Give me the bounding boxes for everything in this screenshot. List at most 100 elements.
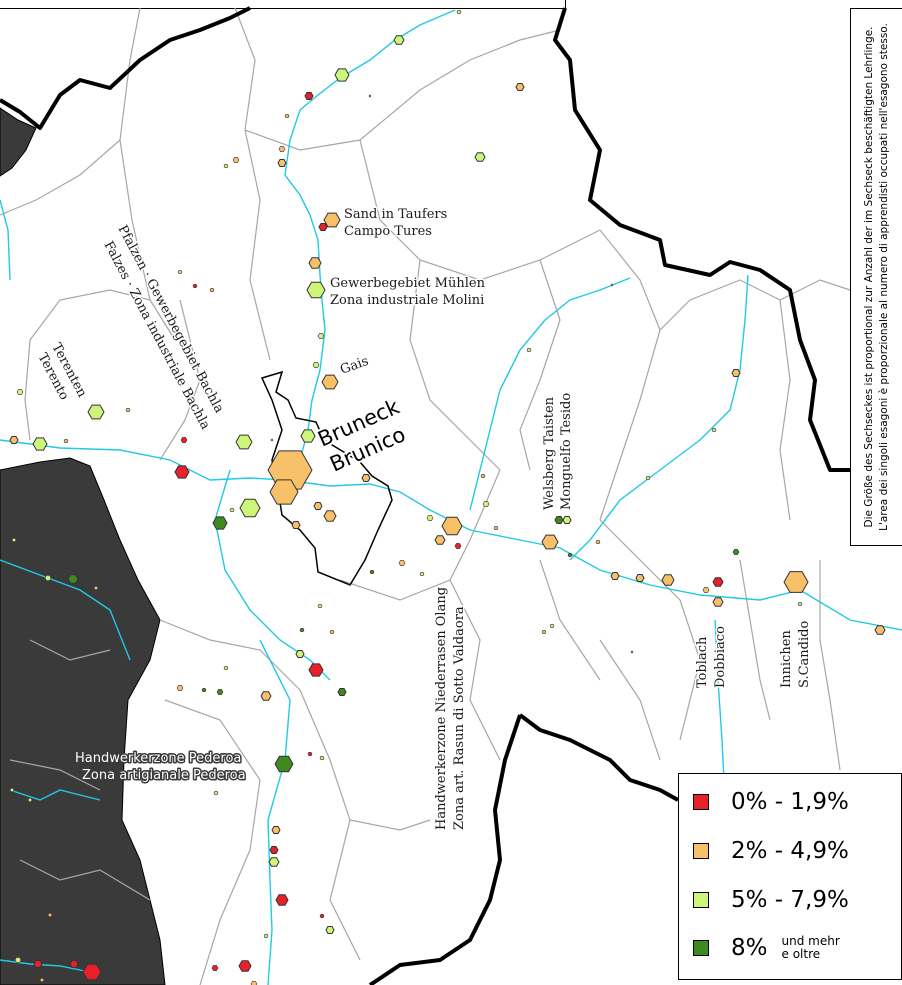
hexagon-marker xyxy=(711,427,717,433)
hexagon-marker xyxy=(271,826,281,834)
hexagon-marker xyxy=(209,287,215,293)
hexagon-marker xyxy=(554,516,564,524)
hexagon-marker xyxy=(702,587,710,593)
legend-item-2-4-9: 2% - 4,9% xyxy=(693,831,849,871)
hexagon-marker xyxy=(284,114,290,118)
hexagon-marker xyxy=(212,516,228,530)
hexagon-marker xyxy=(732,549,740,555)
label-toblach: Toblach xyxy=(695,636,710,688)
province-border xyxy=(0,6,902,985)
hexagon-marker xyxy=(515,83,525,91)
hexagon-marker xyxy=(201,687,207,693)
hexagon-marker xyxy=(177,269,183,275)
dark-region-northwest xyxy=(0,107,37,177)
legend-swatch-lightgreen xyxy=(693,892,709,908)
hexagon-marker xyxy=(174,465,190,479)
hexagon-marker xyxy=(610,572,620,580)
legend-item-8-plus: 8% und mehr e oltre xyxy=(693,928,840,968)
hexagon-marker xyxy=(541,534,559,550)
hexagon-marker xyxy=(125,407,131,413)
hexagon-marker xyxy=(229,507,235,513)
hexagon-marker xyxy=(27,797,33,803)
hexagon-marker xyxy=(300,429,316,443)
map-title-frame xyxy=(0,0,566,9)
hexagon-marker xyxy=(223,665,229,671)
hexagon-marker xyxy=(308,663,324,677)
hexagon-marker xyxy=(216,689,224,695)
hexagon-marker xyxy=(307,751,313,757)
legend-note: und mehr e oltre xyxy=(782,935,840,961)
hexagon-marker xyxy=(526,347,532,353)
hexagon-marker xyxy=(317,333,325,339)
hexagon-marker xyxy=(441,516,463,536)
legend-swatch-orange xyxy=(693,843,709,859)
hexagon-marker xyxy=(9,787,15,793)
hexagon-marker xyxy=(308,257,322,269)
hexagon-marker xyxy=(291,521,301,529)
hexagon-marker xyxy=(176,685,184,691)
map-note-italian: L'area dei singoli esagoni è proporziona… xyxy=(877,23,890,531)
hexagon-marker xyxy=(306,281,326,299)
map-note-text: Die Größe des Sechseckes ist proportiona… xyxy=(862,12,892,542)
legend-note-german: und mehr xyxy=(781,934,840,948)
hexagon-marker xyxy=(304,92,314,100)
hexagon-marker xyxy=(69,960,79,968)
hexagon-marker xyxy=(541,629,547,635)
hexagon-marker xyxy=(323,510,337,522)
label-handwerkerzone-pederoa: Handwerkerzone Pederoa xyxy=(75,751,241,766)
hexagon-marker xyxy=(325,926,335,934)
hexagon-marker xyxy=(232,157,240,163)
hexagon-marker xyxy=(595,539,601,545)
hexagon-marker xyxy=(712,577,724,587)
hexagon-marker xyxy=(330,455,338,461)
label-zona-industriale-molini: Zona industriale Molini xyxy=(330,293,484,308)
legend-label: 2% - 4,9% xyxy=(731,838,849,864)
hexagon-marker xyxy=(238,960,252,972)
label-zona-art-rasun: Zona art. Rasun di Sotto Valdaora xyxy=(452,606,467,830)
label-pfalzen: Pfalzen · Gewerbegebiet Bachla xyxy=(114,223,226,416)
hexagon-marker xyxy=(323,212,341,228)
hexagon-marker xyxy=(329,629,335,635)
map-note-german: Die Größe des Sechseckes ist proportiona… xyxy=(862,26,875,528)
hexagon-marker xyxy=(32,437,48,451)
hexagon-marker xyxy=(398,560,406,566)
hexagon-marker xyxy=(260,691,272,701)
label-sand-in-taufers: Sand in Taufers xyxy=(344,207,447,222)
hexagon-marker xyxy=(11,537,17,543)
hexagon-marker xyxy=(82,963,102,981)
legend-label: 8% xyxy=(731,935,768,961)
hexagon-marker xyxy=(783,571,809,593)
hexagon-marker xyxy=(610,283,614,287)
hexagon-marker xyxy=(319,755,325,761)
hexagon-marker xyxy=(211,965,219,971)
hexagon-marker xyxy=(474,152,486,162)
label-handwerkerzone-olang: Handwerkerzone Niederrasen Olang xyxy=(434,587,449,830)
hexagon-marker xyxy=(369,569,375,575)
hexagon-marker xyxy=(14,957,22,963)
legend-item-5-7-9: 5% - 7,9% xyxy=(693,880,849,920)
label-monguelfo-tesido: Monguelfo Tesido xyxy=(559,393,574,510)
hexagon-marker xyxy=(295,650,305,658)
hexagon-marker xyxy=(212,757,220,763)
hexagon-marker xyxy=(269,846,279,854)
hexagon-marker xyxy=(269,479,299,505)
hexagon-marker xyxy=(797,601,803,607)
hexagon-marker xyxy=(39,977,45,983)
hexagon-marker xyxy=(319,913,325,919)
legend-item-0-1-9: 0% - 1,9% xyxy=(693,782,849,822)
hexagon-marker xyxy=(33,960,43,968)
hexagon-marker xyxy=(235,434,253,450)
hexagon-marker xyxy=(274,755,294,773)
hexagon-marker xyxy=(635,574,645,582)
hexagon-marker xyxy=(223,164,229,168)
hexagon-marker xyxy=(67,574,79,584)
hexagon-marker xyxy=(299,627,305,633)
hexagon-marker xyxy=(317,603,323,609)
hexagon-marker xyxy=(277,159,287,167)
hexagon-marker xyxy=(454,543,462,549)
label-s-candido: S.Candido xyxy=(797,621,812,688)
hexagon-marker xyxy=(180,437,188,443)
legend-swatch-red xyxy=(693,794,709,810)
hexagon-marker xyxy=(93,585,99,591)
